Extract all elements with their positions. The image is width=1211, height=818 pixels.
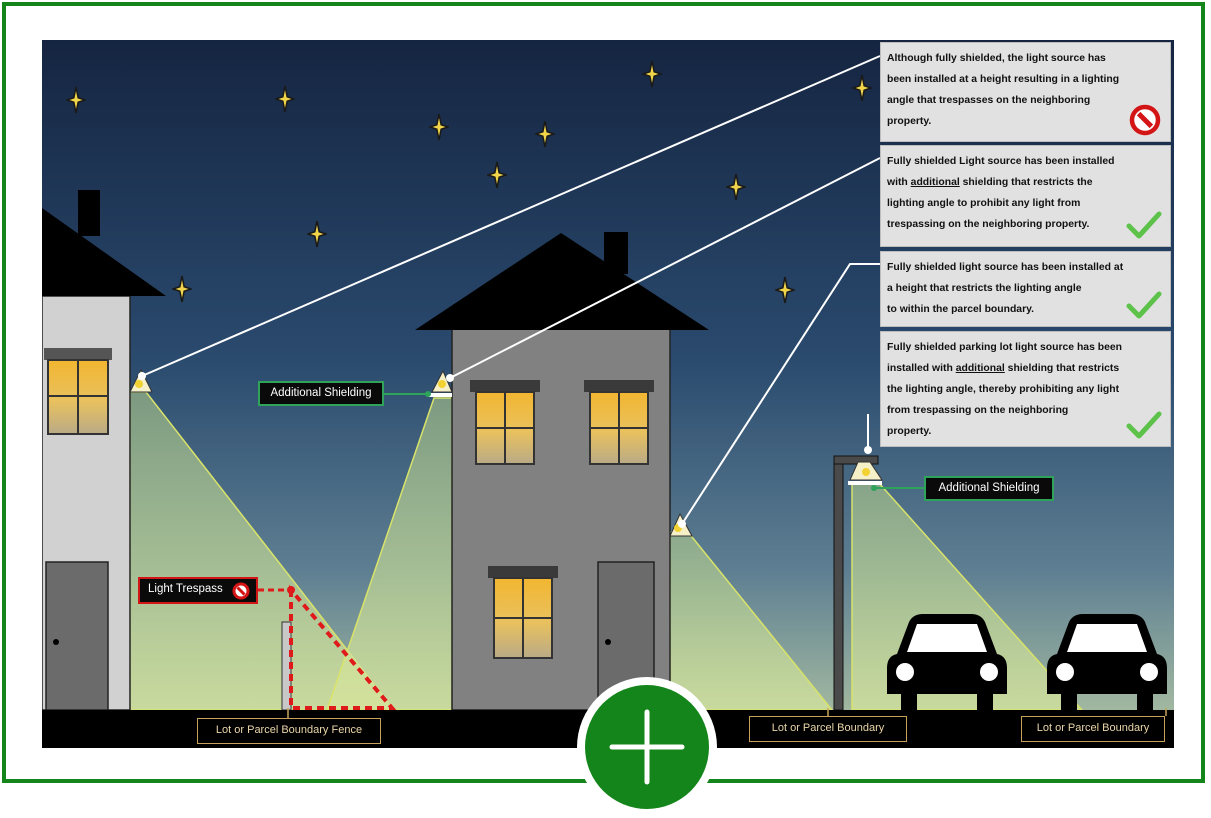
additional-shielding-label-right: Additional Shielding <box>924 476 1054 501</box>
light-trespass-label: Light Trespass <box>138 577 258 604</box>
check-icon <box>1126 410 1162 440</box>
light-trespass-text: Light Trespass <box>148 583 223 595</box>
boundary-label-middle: Lot or Parcel Boundary <box>749 716 907 742</box>
boundary-fence-label: Lot or Parcel Boundary Fence <box>197 718 381 744</box>
check-icon <box>1126 290 1162 320</box>
note-text: Fully shielded light source has been ins… <box>887 257 1164 320</box>
boundary-label-right: Lot or Parcel Boundary <box>1021 716 1165 742</box>
check-icon <box>1126 210 1162 240</box>
plus-icon[interactable] <box>576 676 718 818</box>
note-parking-lot: Fully shielded parking lot light source … <box>880 331 1171 447</box>
note-text: Fully shielded Light source has been ins… <box>887 151 1164 235</box>
prohibited-icon <box>1128 103 1162 137</box>
middle-house <box>415 232 709 710</box>
prohibited-icon <box>232 582 250 600</box>
note-additional-shielding: Fully shielded Light source has been ins… <box>880 145 1171 247</box>
note-text: Fully shielded parking lot light source … <box>887 337 1164 442</box>
additional-shielding-label-left: Additional Shielding <box>258 381 384 406</box>
note-text: Although fully shielded, the light sourc… <box>887 48 1164 132</box>
note-height: Fully shielded light source has been ins… <box>880 251 1171 327</box>
note-trespass: Although fully shielded, the light sourc… <box>880 42 1171 142</box>
